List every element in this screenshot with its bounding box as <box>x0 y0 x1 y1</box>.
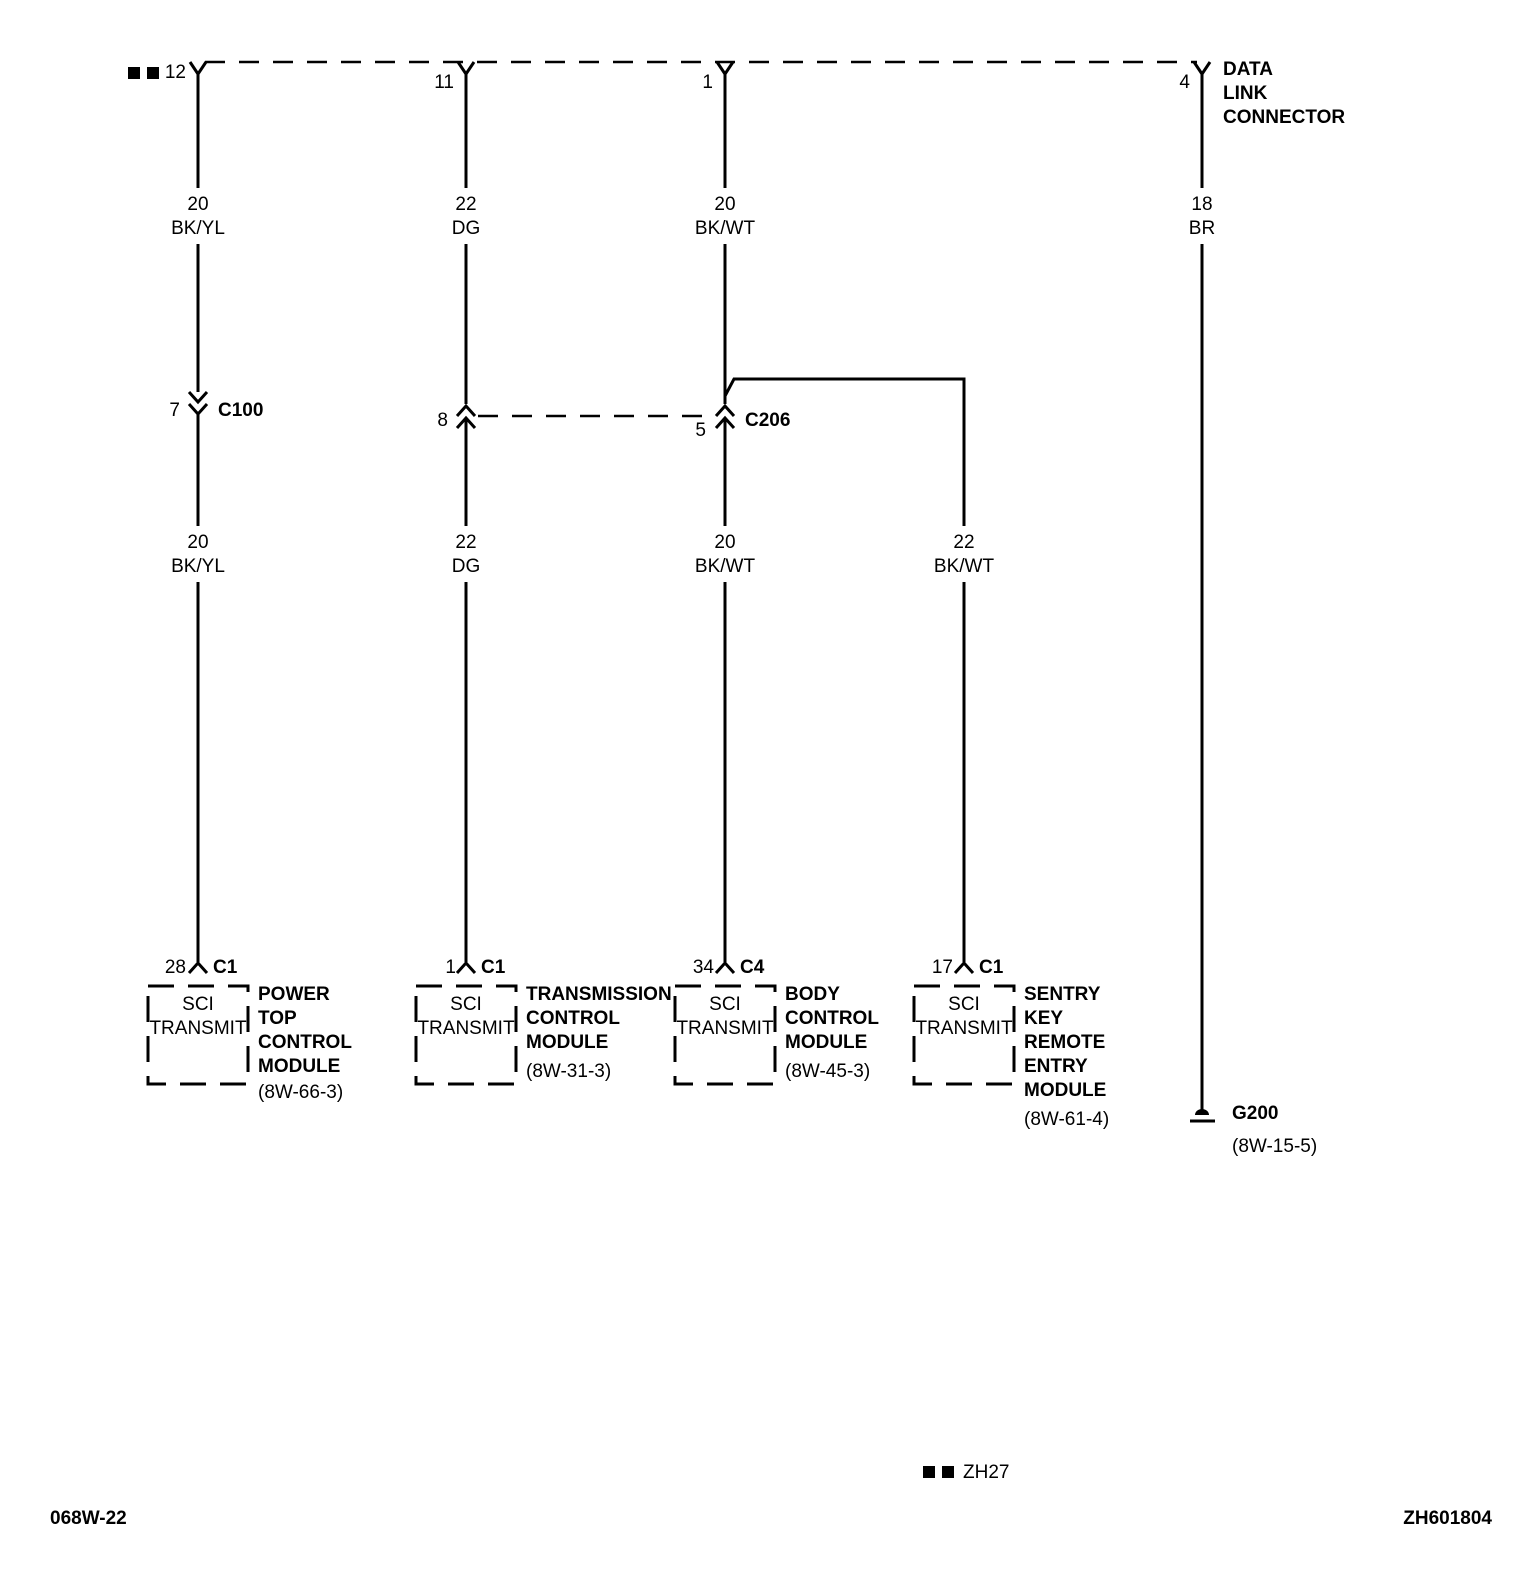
circuit-tcm: 22 DG 8 22 DG <box>437 74 480 962</box>
module-name: SENTRY <box>1024 984 1101 1005</box>
wire-color: DG <box>452 556 481 577</box>
module-connector-symbol <box>455 960 477 975</box>
module-name: KEY <box>1024 1008 1063 1029</box>
module-name: MODULE <box>1024 1080 1106 1101</box>
c206-pin-label: 8 <box>437 410 448 431</box>
module-name: MODULE <box>258 1056 340 1077</box>
module-connector: C1 <box>481 957 506 978</box>
c206-label: C206 <box>745 410 790 431</box>
dlc-title: LINK <box>1223 83 1268 104</box>
dlc-pin-symbol <box>188 61 208 77</box>
variant-icon <box>128 67 140 79</box>
module-name: REMOTE <box>1024 1032 1105 1053</box>
variant-code: ZH27 <box>963 1462 1009 1483</box>
module-skreem: 17 C1 SCI TRANSMIT SENTRY KEY REMOTE ENT… <box>912 957 1109 1130</box>
dlc-pin-label: 12 <box>165 62 186 83</box>
module-name: ENTRY <box>1024 1056 1088 1077</box>
module-bcm: 34 C4 SCI TRANSMIT BODY CONTROL MODULE (… <box>673 957 879 1086</box>
module-name: CONTROL <box>526 1008 620 1029</box>
wire-gauge: 22 <box>953 532 974 553</box>
module-tcm: 1 C1 SCI TRANSMIT TRANSMISSION CONTROL M… <box>414 957 672 1086</box>
dlc-pin-symbol <box>1192 61 1212 77</box>
module-box <box>414 984 518 1086</box>
module-connector: C4 <box>740 957 765 978</box>
module-box-text: SCI <box>709 994 741 1015</box>
module-name: CONTROL <box>258 1032 352 1053</box>
module-connector-symbol <box>714 960 736 975</box>
module-name: TOP <box>258 1008 297 1029</box>
wire-gauge: 22 <box>455 532 476 553</box>
dlc-pin-label: 1 <box>702 72 713 93</box>
wire-color: BR <box>1189 218 1215 239</box>
data-link-connector: 12 11 1 4 DATA LINK CONNECTOR <box>128 59 1345 128</box>
module-box-text: TRANSMIT <box>149 1018 247 1039</box>
module-connector-symbol <box>187 960 209 975</box>
module-box <box>912 984 1016 1086</box>
c100-connector-symbol <box>187 390 209 417</box>
variant-icon <box>942 1466 954 1478</box>
wire-color: BK/WT <box>695 218 756 239</box>
dlc-title: CONNECTOR <box>1223 107 1345 128</box>
wire-gauge: 20 <box>187 532 208 553</box>
module-box <box>673 984 777 1086</box>
c100-pin-label: 7 <box>169 400 180 421</box>
page-number-left: 068W-22 <box>50 1508 127 1529</box>
wire-gauge: 20 <box>714 532 735 553</box>
circuit-bcm: 20 BK/WT 5 C206 20 BK/WT <box>695 74 790 962</box>
wire-color: BK/YL <box>171 556 225 577</box>
module-pin: 1 <box>445 957 456 978</box>
splice-branch <box>723 377 966 526</box>
module-connector-symbol <box>953 960 975 975</box>
wire-color: BK/WT <box>695 556 756 577</box>
module-ref: (8W-66-3) <box>258 1082 343 1103</box>
module-box-text: SCI <box>450 994 482 1015</box>
wire-color: BK/YL <box>171 218 225 239</box>
dlc-pin-label: 4 <box>1179 72 1190 93</box>
module-name: CONTROL <box>785 1008 879 1029</box>
wire-color: DG <box>452 218 481 239</box>
module-name: MODULE <box>526 1032 608 1053</box>
module-ref: (8W-45-3) <box>785 1061 870 1082</box>
module-box-text: TRANSMIT <box>915 1018 1013 1039</box>
circuit-ground: 18 BR G200 (8W-15-5) <box>1189 74 1317 1157</box>
wire-gauge: 22 <box>455 194 476 215</box>
dlc-title: DATA <box>1223 59 1273 80</box>
wire-color: BK/WT <box>934 556 995 577</box>
dlc-pin-label: 11 <box>434 72 454 93</box>
module-ref: (8W-31-3) <box>526 1061 611 1082</box>
footer: ZH27 068W-22 ZH601804 <box>50 1462 1492 1529</box>
wire-gauge: 20 <box>714 194 735 215</box>
module-name: TRANSMISSION <box>526 984 672 1005</box>
circuit-power-top: 20 BK/YL 7 C100 20 BK/YL <box>169 74 263 962</box>
page-number-right: ZH601804 <box>1403 1508 1492 1529</box>
wire-gauge: 20 <box>187 194 208 215</box>
ground-ref: (8W-15-5) <box>1232 1136 1317 1157</box>
module-box-text: TRANSMIT <box>417 1018 515 1039</box>
module-pin: 28 <box>165 957 186 978</box>
module-pin: 17 <box>932 957 953 978</box>
variant-icon <box>147 67 159 79</box>
dlc-pin-symbol <box>715 61 735 77</box>
module-connector: C1 <box>979 957 1004 978</box>
circuit-skreem: 22 BK/WT <box>723 377 995 962</box>
variant-icon <box>923 1466 935 1478</box>
dlc-pin-symbol <box>456 61 476 77</box>
module-box <box>146 984 250 1086</box>
ground-name: G200 <box>1232 1103 1278 1124</box>
module-name: POWER <box>258 984 330 1005</box>
module-pin: 34 <box>693 957 715 978</box>
c100-label: C100 <box>218 400 263 421</box>
module-name: BODY <box>785 984 840 1005</box>
module-connector: C1 <box>213 957 238 978</box>
module-ref: (8W-61-4) <box>1024 1109 1109 1130</box>
module-box-text: SCI <box>948 994 980 1015</box>
c206-pin-label: 5 <box>695 420 706 441</box>
module-box-text: SCI <box>182 994 214 1015</box>
ground-icon <box>1195 1109 1209 1115</box>
module-name: MODULE <box>785 1032 867 1053</box>
module-box-text: TRANSMIT <box>676 1018 774 1039</box>
module-power-top: 28 C1 SCI TRANSMIT POWER TOP CONTROL MOD… <box>146 957 352 1103</box>
wire-gauge: 18 <box>1191 194 1212 215</box>
